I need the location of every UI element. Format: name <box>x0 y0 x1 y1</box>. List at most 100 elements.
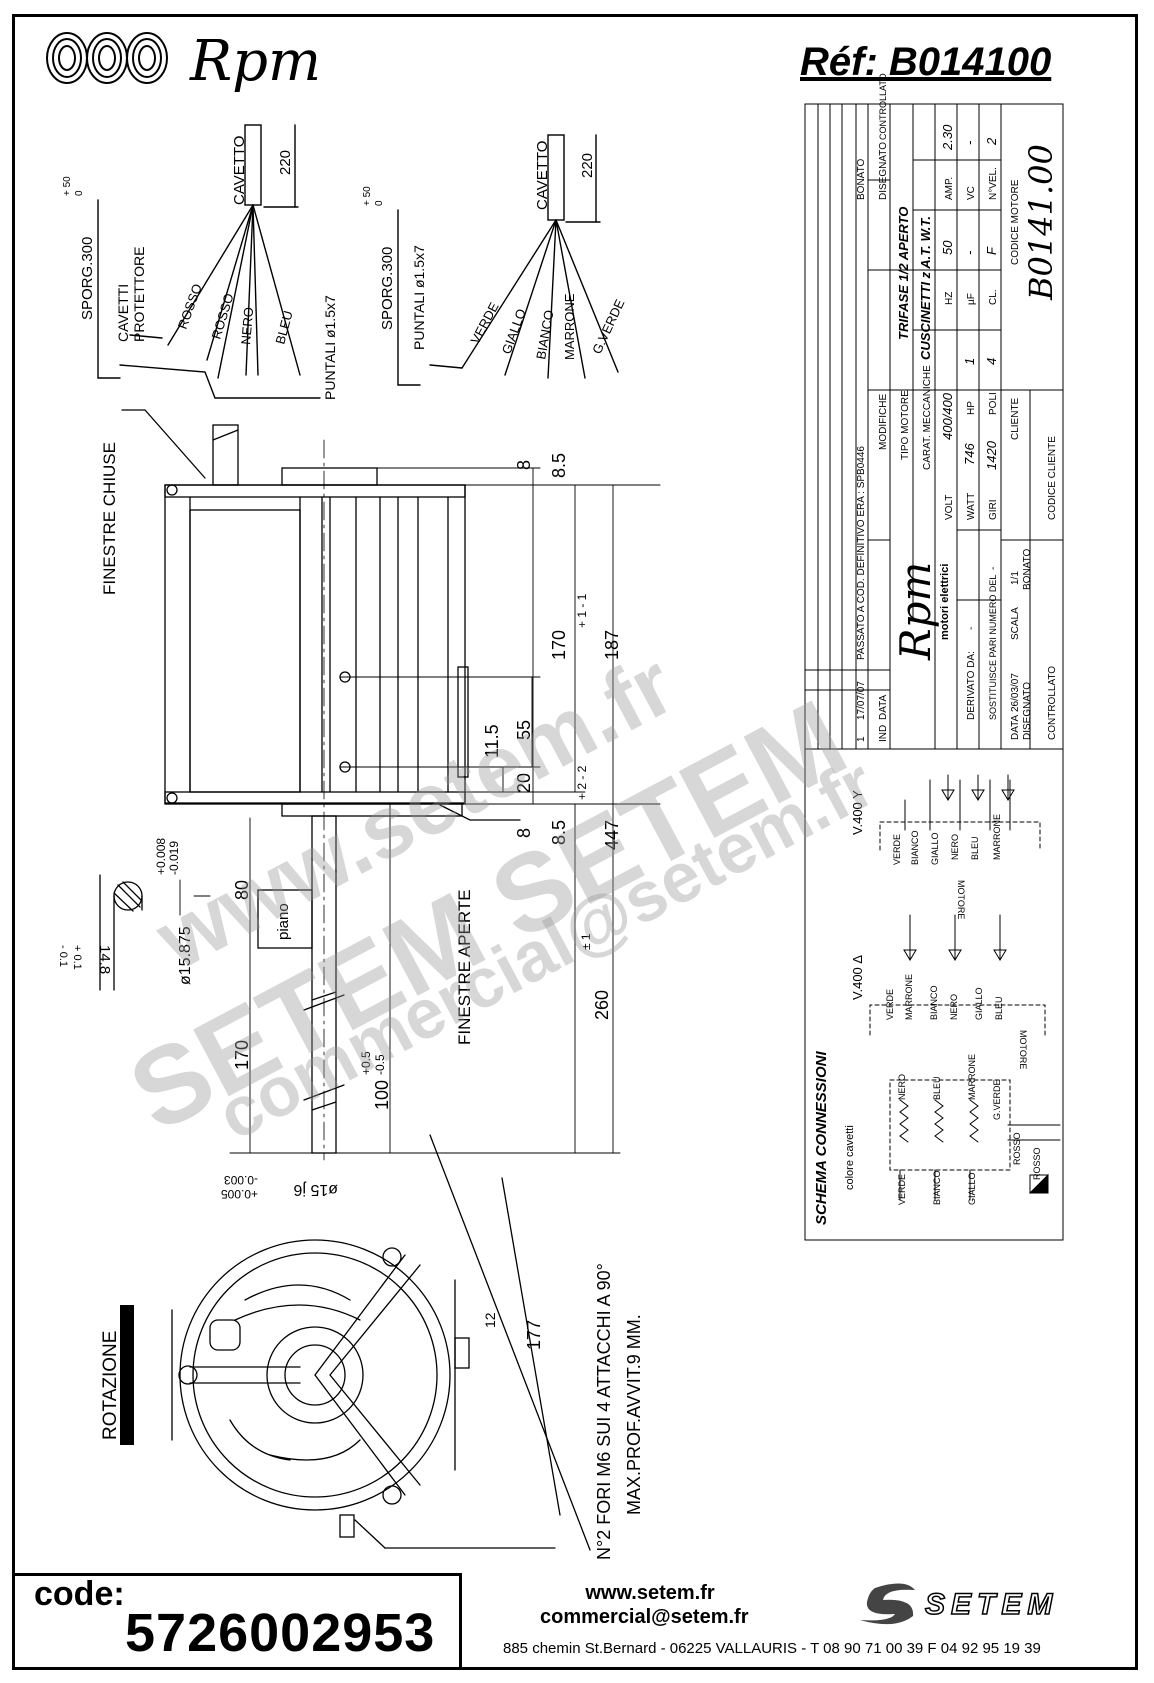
tipo-motore: TRIFASE 1/2 APERTO <box>896 207 911 340</box>
codice-motore: B0141.00 <box>1022 144 1060 301</box>
svg-text:260: 260 <box>592 990 612 1020</box>
svg-text:CAVETTI: CAVETTI <box>115 284 131 342</box>
svg-text:G.VERDE: G.VERDE <box>992 1079 1002 1120</box>
svg-text:-: - <box>966 627 977 630</box>
svg-text:ROSSO: ROSSO <box>1032 1147 1042 1180</box>
schema-labels: SCHEMA CONNESSIONI colore cavetti V.400 … <box>813 790 1042 1225</box>
svg-text:VC: VC <box>966 186 977 200</box>
svg-text:CODICE MOTORE: CODICE MOTORE <box>1010 179 1021 265</box>
svg-text:GIRI: GIRI <box>988 499 999 520</box>
svg-text:piano: piano <box>275 903 292 940</box>
shaft-section <box>99 874 143 991</box>
svg-text:DERIVATO DA:: DERIVATO DA: <box>966 651 977 720</box>
svg-text:CONTROLLATO: CONTROLLATO <box>1047 666 1058 740</box>
svg-text:CAVETTO: CAVETTO <box>534 141 551 210</box>
svg-text:BIANCO: BIANCO <box>910 830 920 865</box>
reference-number: Réf: B014100 <box>800 40 1052 84</box>
svg-text:55: 55 <box>514 720 534 740</box>
svg-text:HZ: HZ <box>944 292 955 305</box>
front-view-labels: ROTAZIONE N°2 FORI M6 SUI 4 ATTACCHI A 9… <box>100 1263 644 1560</box>
svg-text:colore cavetti: colore cavetti <box>844 1125 856 1190</box>
depth-note: MAX.PROF.AVVIT.9 MM. <box>624 1314 644 1515</box>
svg-text:VERDE: VERDE <box>467 300 501 347</box>
svg-text:2.30: 2.30 <box>940 124 955 151</box>
svg-text:-: - <box>962 250 977 255</box>
svg-text:170: 170 <box>232 1040 252 1070</box>
svg-text:NERO: NERO <box>238 307 256 346</box>
svg-text:1: 1 <box>962 358 977 365</box>
svg-text:V.400 Y: V.400 Y <box>850 790 865 835</box>
svg-text:8: 8 <box>514 828 534 838</box>
svg-text:4: 4 <box>984 358 999 365</box>
svg-text:CONTROLLATO: CONTROLLATO <box>878 73 888 140</box>
svg-text:BLEU: BLEU <box>272 309 295 346</box>
svg-text:± 1: ± 1 <box>579 933 593 950</box>
svg-text:-0.019: -0.019 <box>167 841 181 875</box>
svg-text:ROSSO: ROSSO <box>209 292 237 341</box>
svg-text:SETEM: SETEM <box>925 1588 1058 1621</box>
holes-note: N°2 FORI M6 SUI 4 ATTACCHI A 90° <box>594 1263 614 1560</box>
svg-text:DISEGNATO: DISEGNATO <box>878 142 889 200</box>
svg-text:12: 12 <box>482 1312 498 1328</box>
svg-text:PASSATO A COD. DEFINITIVO ERA: PASSATO A COD. DEFINITIVO ERA : SPB0446 <box>856 446 867 660</box>
svg-text:BONATO: BONATO <box>856 158 867 200</box>
svg-text:400/400: 400/400 <box>940 392 955 440</box>
svg-text:+ 50: + 50 <box>362 186 373 206</box>
cable-label: CAVETTO <box>231 136 248 205</box>
svg-text:-: - <box>962 140 977 145</box>
svg-text:BLEU: BLEU <box>994 996 1004 1020</box>
rotation-bar <box>120 1305 134 1445</box>
svg-text:1/1: 1/1 <box>1010 571 1021 585</box>
svg-text:2: 2 <box>984 137 999 146</box>
svg-text:VERDE: VERDE <box>897 1174 907 1205</box>
rpm-logo-text: Rpm <box>189 29 321 94</box>
svg-text:20: 20 <box>514 773 534 793</box>
svg-text:MARRONE: MARRONE <box>904 974 914 1020</box>
svg-text:MARRONE: MARRONE <box>992 814 1002 860</box>
svg-text:VERDE: VERDE <box>885 989 895 1020</box>
svg-text:µF: µF <box>966 293 977 305</box>
svg-text:ROSSO: ROSSO <box>1012 1132 1022 1165</box>
svg-text:SOSTITUISCE PARI NUMERO DEL: SOSTITUISCE PARI NUMERO DEL <box>988 575 998 720</box>
svg-text:POLI: POLI <box>988 392 999 415</box>
svg-text:DISEGNATO: DISEGNATO <box>1022 682 1033 740</box>
svg-text:V.400 Δ: V.400 Δ <box>850 955 865 1000</box>
svg-text:HP: HP <box>966 401 977 415</box>
code-box <box>12 1573 462 1670</box>
svg-text:1: 1 <box>856 736 867 742</box>
svg-text:AMP.: AMP. <box>944 177 955 200</box>
footer-website[interactable]: www.setem.fr <box>585 1582 715 1604</box>
svg-text:motori elettrici: motori elettrici <box>939 564 951 640</box>
svg-text:746: 746 <box>962 443 977 465</box>
wiring-right <box>397 134 619 386</box>
svg-text:DATA: DATA <box>1010 714 1021 740</box>
setem-logo: SETEM <box>860 1583 1058 1625</box>
code-label: code: <box>34 1575 125 1613</box>
side-view-dims: FINESTRE CHIUSE FINESTRE APERTE 8 8.5 17… <box>57 442 622 1201</box>
svg-text:N°VEL.: N°VEL. <box>988 167 999 200</box>
svg-text:F: F <box>984 246 999 255</box>
drawing-frame <box>12 14 1138 1670</box>
svg-text:26/03/07: 26/03/07 <box>1010 673 1021 712</box>
motor-front-view <box>171 1134 591 1551</box>
svg-text:BLEU: BLEU <box>932 1076 942 1100</box>
svg-text:MOTORE: MOTORE <box>1018 1030 1028 1069</box>
svg-text:+ 50: + 50 <box>62 176 73 196</box>
svg-text:0: 0 <box>374 200 385 206</box>
sporg-label: SPORG.300 <box>79 237 96 320</box>
finestre-aperte-label: FINESTRE APERTE <box>455 889 474 1045</box>
svg-text:+0.008: +0.008 <box>154 838 168 875</box>
svg-text:17/07/07: 17/07/07 <box>856 681 867 720</box>
svg-text:VOLT: VOLT <box>944 495 955 520</box>
svg-text:ø15 j6: ø15 j6 <box>293 1181 338 1198</box>
svg-text:- 0.1: - 0.1 <box>57 945 69 967</box>
footer-email[interactable]: commercial@setem.fr <box>540 1606 749 1628</box>
svg-text:ø15.875: ø15.875 <box>177 926 194 985</box>
svg-text:-0.003: -0.003 <box>224 1173 258 1187</box>
svg-text:+ 2 - 2: + 2 - 2 <box>575 765 589 800</box>
svg-text:GIALLO: GIALLO <box>499 307 529 356</box>
svg-text:11.5: 11.5 <box>482 724 502 758</box>
svg-text:-: - <box>988 567 999 570</box>
cable-length: 220 <box>277 150 294 175</box>
